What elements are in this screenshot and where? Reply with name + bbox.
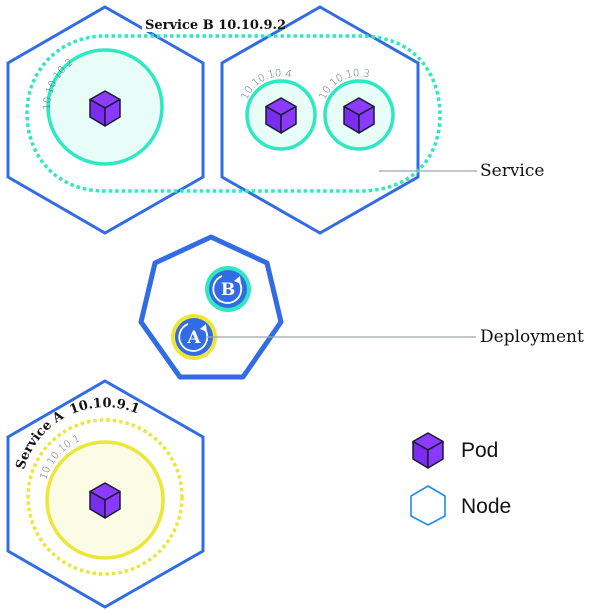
rollout-arrow-icon xyxy=(212,275,243,304)
legend-pod-label: Pod xyxy=(461,439,498,462)
arrowhead-icon xyxy=(234,276,241,284)
deployment-callout-label: Deployment xyxy=(480,327,584,347)
pod-cube-icon xyxy=(412,432,444,469)
legend: Pod Node xyxy=(410,432,511,526)
legend-item-node: Node xyxy=(410,485,511,526)
node-hexagon-icon xyxy=(410,485,446,526)
legend-item-pod: Pod xyxy=(412,432,498,469)
service-b-label: Service B 10.10.9.2 xyxy=(145,18,286,33)
deployment-badge-b[interactable]: B xyxy=(205,266,251,312)
node-hexagon xyxy=(220,5,420,235)
pod-service-b-1[interactable]: 10.10.10.2 xyxy=(42,48,164,166)
service-callout-label: Service xyxy=(480,161,544,181)
service-b-boundary[interactable] xyxy=(25,34,442,193)
pod-service-b-2[interactable]: 10.10.10.4 xyxy=(240,68,317,151)
deployment-heptagon xyxy=(138,234,284,380)
badge-letter: B xyxy=(221,280,235,300)
badge-letter: A xyxy=(186,328,201,348)
legend-node-label: Node xyxy=(461,495,511,518)
arrowhead-icon xyxy=(200,324,207,332)
deployment[interactable]: B A xyxy=(138,234,284,380)
service-b-label-bg xyxy=(142,16,272,32)
service-a-boundary[interactable] xyxy=(26,418,184,576)
node-2 xyxy=(220,5,420,235)
deployment-badge-a[interactable]: A xyxy=(171,314,217,360)
